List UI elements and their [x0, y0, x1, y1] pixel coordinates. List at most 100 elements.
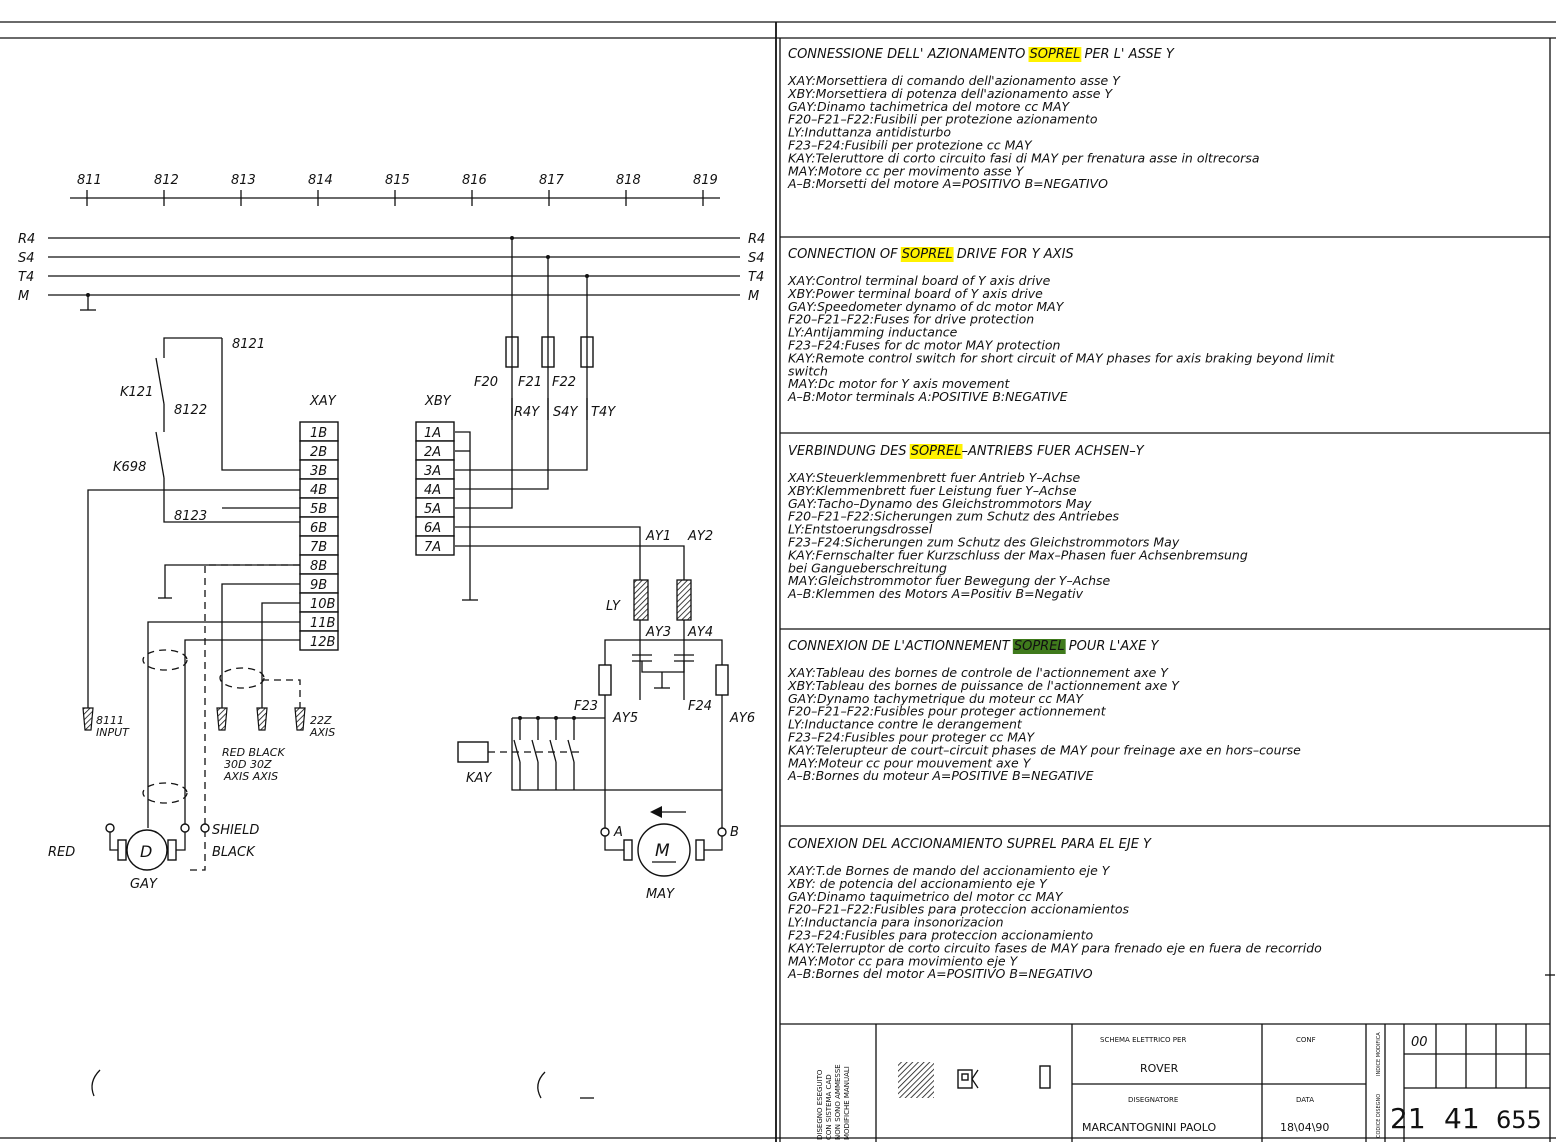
kay-contact [513, 739, 521, 763]
section-line: GAY:Dinamo taquimetrico del motor cc MAY [788, 889, 1064, 904]
xay-terminal-label: 9B [310, 578, 327, 593]
section-line: A–B:Klemmen des Motors A=Positiv B=Negat… [787, 586, 1084, 601]
section-line: XBY:Power terminal board of Y axis drive [787, 286, 1043, 301]
section-title-prefix: VERBINDUNG DES [788, 444, 911, 459]
input-connector-label: INPUT [96, 726, 130, 739]
legend-panel: CONNESSIONE DELL' AZIONAMENTO SOPREL PER… [780, 47, 1555, 1025]
junction-dot [518, 716, 522, 720]
column-number: 814 [308, 173, 333, 188]
section-line: switch [788, 363, 828, 378]
section-title: CONNEXION DE L'ACTIONNEMENT SOPREL POUR … [788, 639, 1160, 654]
conf-label: CONF [1296, 1036, 1316, 1044]
designer-value: MARCANTOGNINI PAOLO [1082, 1121, 1217, 1134]
motor-may: M A B MAY [600, 806, 739, 902]
section-title-prefix: CONNESSIONE DELL' AZIONAMENTO [788, 47, 1030, 62]
xby-terminal-label: 6A [424, 521, 441, 536]
date-value: 18\04\90 [1280, 1121, 1329, 1134]
drawing-code-part: 21 [1390, 1102, 1426, 1135]
xay-wiring: 8111 INPUT 22Z AXIS RED BLACK 30D 30Z AX… [82, 489, 335, 871]
cad-note-line: CON SISTEMA CAD [825, 1074, 833, 1140]
schema-label: SCHEMA ELETTRICO PER [1100, 1036, 1186, 1044]
section-line: F20–F21–F22:Fuses for drive protection [788, 312, 1034, 327]
dynamo-black-label: BLACK [212, 845, 256, 860]
junction-dot [572, 716, 576, 720]
xay-terminal-label: 12B [310, 635, 336, 650]
xay-terminal-label: 8B [310, 559, 327, 574]
cad-note-line: MODIFICHE MANUALI [843, 1066, 851, 1140]
drawing-code-part: 655 [1496, 1106, 1542, 1134]
scan-mark [537, 1071, 546, 1099]
section-title-highlight: SOPREL [902, 247, 953, 262]
xay-terminal-label: 2B [310, 445, 327, 460]
column-number: 816 [462, 173, 487, 188]
section-line: XAY:Control terminal board of Y axis dri… [787, 273, 1051, 288]
section-line: A–B:Bornes du moteur A=POSITIVE B=NEGATI… [787, 768, 1094, 783]
label-ay5: AY5 [612, 711, 638, 726]
section-line: MAY:Gleichstrommotor fuer Bewegung der Y… [788, 573, 1111, 588]
bus-label-left: M [18, 289, 29, 304]
xay-terminal-label: 6B [310, 521, 327, 536]
section-line: GAY:Dinamo tachimetrica del motore cc MA… [788, 99, 1070, 114]
revision-value: 00 [1411, 1035, 1428, 1050]
dynamo-red-label: RED [48, 845, 75, 860]
dynamo-name: GAY [130, 877, 158, 892]
dynamo-gay: D RED SHIELD BLACK GAY [48, 823, 259, 892]
section-line: KAY:Teleruttore di corto circuito fasi d… [788, 150, 1260, 165]
bus-label-left: T4 [18, 270, 34, 285]
text-highlight [1012, 639, 1066, 654]
section-line: LY:Inductancia para insonorizacion [788, 915, 1004, 930]
bus-label-left: R4 [18, 232, 35, 247]
xay-terminal-label: 7B [310, 540, 327, 555]
xay-title: XAY [309, 394, 337, 409]
text-highlight [909, 444, 963, 459]
sheet-frame [0, 21, 1556, 1142]
bus-label-right: T4 [748, 270, 764, 285]
plug-icon [294, 707, 306, 731]
section-line: MAY:Motore cc per movimento asse Y [788, 163, 1025, 178]
motor-terminal-a: A [613, 825, 623, 840]
line-label-s4y: S4Y [553, 405, 579, 420]
wire-label-8123: 8123 [174, 509, 207, 524]
column-number: 813 [231, 173, 256, 188]
section-title: CONNECTION OF SOPREL DRIVE FOR Y AXIS [788, 247, 1074, 262]
control-contacts: 8121 8122 8123 K121 K698 [113, 337, 300, 524]
section-title-suffix: PER L' ASSE Y [1080, 47, 1175, 62]
scan-mark [91, 1069, 101, 1097]
xay-terminal-label: 3B [310, 464, 327, 479]
section-line: F20–F21–F22:Fusibili per protezione azio… [788, 112, 1098, 127]
section-line: XBY:Klemmenbrett fuer Leistung fuer Y–Ac… [787, 483, 1077, 498]
section-line: F20–F21–F22:Sicherungen zum Schutz des A… [788, 509, 1120, 524]
section-line: LY:Antijamming inductance [788, 325, 958, 340]
section-line: XBY:Morsettiera di potenza dell'azioname… [787, 86, 1113, 101]
section-line: XAY:Morsettiera di comando dell'azioname… [787, 73, 1121, 88]
designer-label: DISEGNATORE [1128, 1096, 1178, 1104]
kay-contact [549, 739, 557, 763]
dynamo-shield-label: SHIELD [212, 823, 259, 838]
motor-name: MAY [646, 887, 675, 902]
column-number: 812 [154, 173, 179, 188]
wire-label-8122: 8122 [174, 403, 207, 418]
xby-terminal-label: 4A [424, 483, 441, 498]
motor-terminal-b: B [730, 825, 739, 840]
wire-label-8121: 8121 [232, 337, 265, 352]
section-title-suffix: –ANTRIEBS FUER ACHSEN–Y [962, 444, 1145, 459]
xay-terminal-label: 1B [310, 426, 327, 441]
power-output-stage: AY1 AY2 LY AY3 AY4 F23 F24 AY5 AY6 KAY [457, 529, 755, 828]
relay-label-kay: KAY [466, 771, 492, 786]
section-line: GAY:Tacho–Dynamo des Gleichstrommotors M… [788, 496, 1092, 511]
xby-title: XBY [424, 394, 452, 409]
label-ay3: AY3 [645, 625, 671, 640]
xby-terminal-label: 1A [424, 426, 441, 441]
label-ay2: AY2 [687, 529, 713, 544]
section-title-prefix: CONNEXION DE L'ACTIONNEMENT [788, 639, 1014, 654]
section-line: KAY:Telerupteur de court–circuit phases … [788, 742, 1301, 757]
schema-value: ROVER [1140, 1062, 1179, 1075]
title-block: DISEGNO ESEGUITO CON SISTEMA CAD NON SON… [816, 1024, 1550, 1142]
cad-note-line: DISEGNO ESEGUITO [816, 1069, 824, 1140]
column-number: 818 [616, 173, 641, 188]
column-number: 811 [77, 173, 102, 188]
company-logo [898, 1062, 1051, 1098]
